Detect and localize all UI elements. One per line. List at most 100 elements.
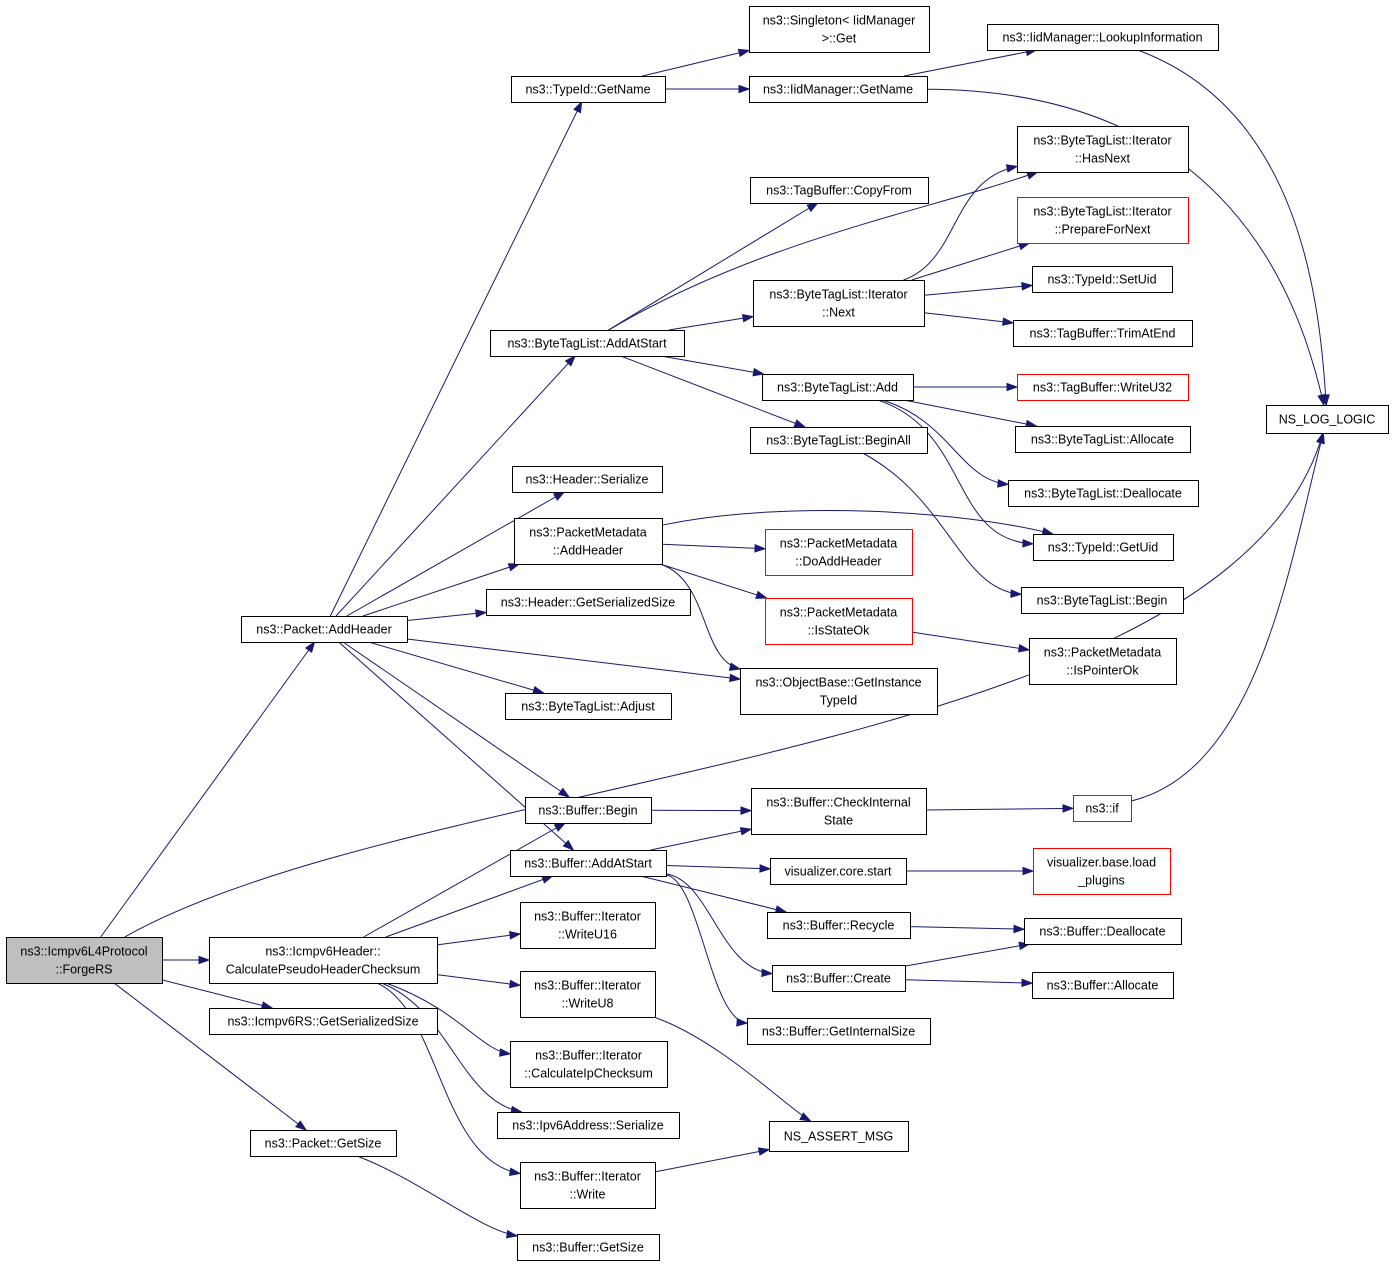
edge-line: [1137, 49, 1327, 406]
edge-line: [904, 979, 1033, 984]
edge-btl_add-to-typeid_getuid: [877, 399, 1035, 548]
arrowhead-icon: [1022, 539, 1035, 548]
node-btl-allocate[interactable]: ns3::ByteTagList::Allocate: [1015, 426, 1191, 453]
node-box: [1015, 426, 1191, 453]
node-forge-rs[interactable]: ns3::Icmpv6L4Protocol::ForgeRS: [6, 937, 163, 984]
node-pm-ispointerok[interactable]: ns3::PacketMetadata::IsPointerOk: [1029, 638, 1177, 685]
node-box: [1032, 266, 1173, 293]
node-bi-writeu16[interactable]: ns3::Buffer::Iterator::WriteU16: [520, 902, 656, 949]
node-header-serialize[interactable]: ns3::Header::Serialize: [512, 466, 663, 493]
node-btl-deallocate[interactable]: ns3::ByteTagList::Deallocate: [1008, 480, 1199, 507]
node-buffer-create[interactable]: ns3::Buffer::Create: [772, 965, 906, 992]
edge-line: [911, 631, 1030, 651]
node-pm-doaddheader[interactable]: ns3::PacketMetadata::DoAddHeader: [765, 529, 913, 576]
arrowhead-icon: [509, 979, 522, 989]
arrowhead-icon: [1017, 644, 1031, 653]
node-buffer-addatstart[interactable]: ns3::Buffer::AddAtStart: [510, 850, 667, 877]
node-btl-addatstart[interactable]: ns3::ByteTagList::AddAtStart: [490, 330, 685, 357]
node-pm-isstateok[interactable]: ns3::PacketMetadata::IsStateOk: [765, 598, 913, 645]
arrowhead-icon: [557, 787, 571, 798]
node-bi-write[interactable]: ns3::Buffer::Iterator::Write: [520, 1162, 656, 1209]
node-btl-begin[interactable]: ns3::ByteTagList::Begin: [1021, 587, 1184, 614]
edge-line: [862, 452, 1022, 595]
node-ns3-if[interactable]: ns3::if: [1073, 795, 1132, 822]
node-iid-lookup[interactable]: ns3::IidManager::LookupInformation: [987, 24, 1219, 51]
arrowhead-icon: [304, 640, 316, 654]
arrowhead-icon: [729, 673, 742, 683]
node-buffer-getsize[interactable]: ns3::Buffer::GetSize: [517, 1234, 660, 1261]
node-label: ::WriteU16: [558, 928, 617, 942]
node-label: State: [824, 814, 853, 828]
node-typeid-getname[interactable]: ns3::TypeId::GetName: [511, 76, 666, 103]
node-buffer-recycle[interactable]: ns3::Buffer::Recycle: [767, 912, 911, 939]
node-box: [1021, 587, 1184, 614]
node-buffer-begin[interactable]: ns3::Buffer::Begin: [525, 797, 652, 824]
edge-forge_rs-to-packet_addheader: [100, 640, 316, 938]
node-label: ns3::ByteTagList::Iterator: [1033, 134, 1171, 148]
node-tagbuffer-trimatend[interactable]: ns3::TagBuffer::TrimAtEnd: [1013, 320, 1193, 347]
node-box: [1033, 848, 1171, 895]
arrowhead-icon: [806, 202, 819, 213]
node-label: NS_ASSERT_MSG: [784, 1130, 894, 1144]
edge-packet_addheader-to-ob_getinstancetypeid: [406, 638, 742, 683]
node-box: [514, 518, 663, 565]
edge-packet_addheader-to-pm_addheader: [362, 563, 521, 617]
edge-line: [346, 491, 565, 617]
arrowhead-icon: [799, 1112, 812, 1122]
edge-line: [124, 432, 1324, 938]
node-label: ns3::PacketMetadata: [1044, 646, 1161, 660]
edge-line: [642, 50, 750, 77]
node-btl-add[interactable]: ns3::ByteTagList::Add: [762, 374, 914, 401]
edge-btl_add-to-btl_deallocate: [881, 399, 1010, 488]
call-edges: [100, 47, 1330, 1239]
edge-packet_addheader-to-buffer_begin: [342, 641, 571, 798]
node-box: [1024, 918, 1182, 945]
node-box: [750, 427, 928, 454]
node-btl-preparefornext[interactable]: ns3::ByteTagList::Iterator::PrepareForNe…: [1017, 197, 1189, 244]
node-btl-next[interactable]: ns3::ByteTagList::Iterator::Next: [753, 280, 925, 327]
node-box: [520, 971, 656, 1018]
arrowhead-icon: [1002, 317, 1015, 326]
node-buffer-deallocate[interactable]: ns3::Buffer::Deallocate: [1024, 918, 1182, 945]
node-btl-adjust[interactable]: ns3::ByteTagList::Adjust: [505, 693, 672, 720]
node-buffer-getinternalsize[interactable]: ns3::Buffer::GetInternalSize: [747, 1018, 931, 1045]
node-label: ns3::TypeId::GetUid: [1048, 541, 1159, 555]
node-btl-beginall[interactable]: ns3::ByteTagList::BeginAll: [750, 427, 928, 454]
node-header-getsersize[interactable]: ns3::Header::GetSerializedSize: [486, 589, 691, 616]
node-typeid-getuid[interactable]: ns3::TypeId::GetUid: [1033, 534, 1174, 561]
node-packet-getsize[interactable]: ns3::Packet::GetSize: [250, 1130, 397, 1157]
arrowhead-icon: [507, 563, 521, 572]
node-btl-hasnext[interactable]: ns3::ByteTagList::Iterator::HasNext: [1017, 126, 1189, 173]
arrowhead-icon: [752, 367, 765, 377]
node-tagbuffer-copyfrom[interactable]: ns3::TagBuffer::CopyFrom: [750, 177, 929, 204]
node-calc-pseudo[interactable]: ns3::Icmpv6Header::CalculatePseudoHeader…: [209, 937, 438, 984]
node-box: [1029, 638, 1177, 685]
node-ipv6-serialize[interactable]: ns3::Ipv6Address::Serialize: [497, 1112, 680, 1139]
node-bi-calcipchecksum[interactable]: ns3::Buffer::Iterator::CalculateIpChecks…: [510, 1041, 668, 1088]
node-ns-assert-msg[interactable]: NS_ASSERT_MSG: [769, 1121, 909, 1152]
node-icmpv6rs-size[interactable]: ns3::Icmpv6RS::GetSerializedSize: [209, 1008, 438, 1035]
node-box: [1017, 197, 1189, 244]
node-label: ns3::PacketMetadata: [780, 537, 897, 551]
arrowhead-icon: [1013, 924, 1026, 934]
node-ns-log-logic[interactable]: NS_LOG_LOGIC: [1266, 405, 1389, 434]
node-iid-getname[interactable]: ns3::IidManager::GetName: [749, 76, 928, 103]
node-buffer-allocate[interactable]: ns3::Buffer::Allocate: [1032, 972, 1174, 999]
node-box: [767, 912, 911, 939]
node-label: ns3::TypeId::GetName: [525, 83, 650, 97]
node-packet-addheader[interactable]: ns3::Packet::AddHeader: [241, 616, 408, 643]
node-pm-addheader[interactable]: ns3::PacketMetadata::AddHeader: [514, 518, 663, 565]
node-tagbuffer-writeu32[interactable]: ns3::TagBuffer::WriteU32: [1017, 374, 1189, 401]
node-vis-core-start[interactable]: visualizer.core.start: [770, 858, 907, 885]
edge-line: [363, 822, 566, 938]
node-singleton-get[interactable]: ns3::Singleton< IidManager>::Get: [749, 6, 930, 53]
node-label: TypeId: [820, 694, 858, 708]
node-vis-base-load[interactable]: visualizer.base.load_plugins: [1033, 848, 1171, 895]
node-bi-writeu8[interactable]: ns3::Buffer::Iterator::WriteU8: [520, 971, 656, 1018]
node-typeid-setuid[interactable]: ns3::TypeId::SetUid: [1032, 266, 1173, 293]
node-label: ns3::Buffer::Recycle: [783, 919, 895, 933]
arrowhead-icon: [741, 313, 755, 323]
edge-line: [335, 355, 576, 617]
